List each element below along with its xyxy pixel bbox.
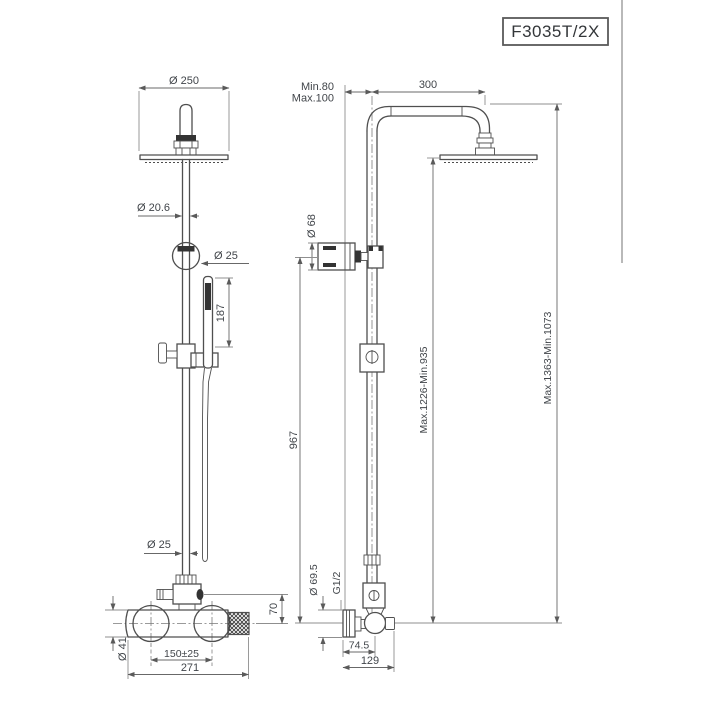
overhead-shower-front xyxy=(139,103,229,163)
front-view-dimensions: Ø 250 Ø 20.6 Ø 25 187 Ø 25 70 Ø 41 150±2… xyxy=(105,75,288,679)
dim-head-height-range: Max.1226-Min.935 xyxy=(418,346,430,433)
title-block: F3035T/2X xyxy=(502,17,609,46)
overhead-shower-side xyxy=(439,154,538,163)
dim-wall-distance-min: Min.80 xyxy=(301,81,334,93)
dim-wall-distance-max: Max.100 xyxy=(292,93,334,105)
dim-overall-depth: 129 xyxy=(361,655,379,667)
riser-pipe-side xyxy=(366,130,378,556)
dim-flange-diameter: Ø 69.5 xyxy=(308,564,320,596)
front-view xyxy=(113,103,258,647)
dim-riser-height: 967 xyxy=(288,431,300,449)
dim-slide-joint-diameter: Ø 25 xyxy=(214,250,238,262)
slide-joint-front xyxy=(171,241,201,271)
dim-valve-overall-width: 271 xyxy=(181,662,199,674)
mixer-valve-side xyxy=(342,554,395,638)
temperature-knob-front xyxy=(227,611,250,636)
dim-lower-pipe-diameter: Ø 25 xyxy=(147,539,171,551)
dim-overall-height-range: Max.1363-Min.1073 xyxy=(542,311,554,404)
slider-bracket-side xyxy=(359,343,385,373)
dim-upper-pipe-diameter: Ø 20.6 xyxy=(137,202,170,214)
model-number: F3035T/2X xyxy=(511,22,600,41)
title-box xyxy=(502,17,609,46)
diverter-front xyxy=(156,574,204,610)
dim-inlet-thread: G1/2 xyxy=(331,571,343,594)
dim-head-diameter: Ø 250 xyxy=(169,75,199,87)
side-view xyxy=(295,85,562,638)
shower-arm-side xyxy=(366,105,495,156)
side-view-dimensions: Min.80 Max.100 300 Max.1363-Min.1073 Max… xyxy=(288,79,562,672)
dim-mounting-centers: 150±25 xyxy=(164,648,199,660)
dim-handshower-length: 187 xyxy=(215,304,227,322)
hand-shower-front xyxy=(202,275,214,562)
dim-valve-body-diameter: Ø 41 xyxy=(117,637,129,661)
mixer-valve-front xyxy=(125,604,250,643)
dim-arm-projection: 300 xyxy=(419,79,437,91)
dim-handshower-head-diameter: Ø 68 xyxy=(306,214,318,238)
dim-diverter-offset: 70 xyxy=(268,603,280,615)
hand-shower-side xyxy=(317,242,384,271)
dim-valve-center-to-wall: 74.5 xyxy=(349,640,370,652)
